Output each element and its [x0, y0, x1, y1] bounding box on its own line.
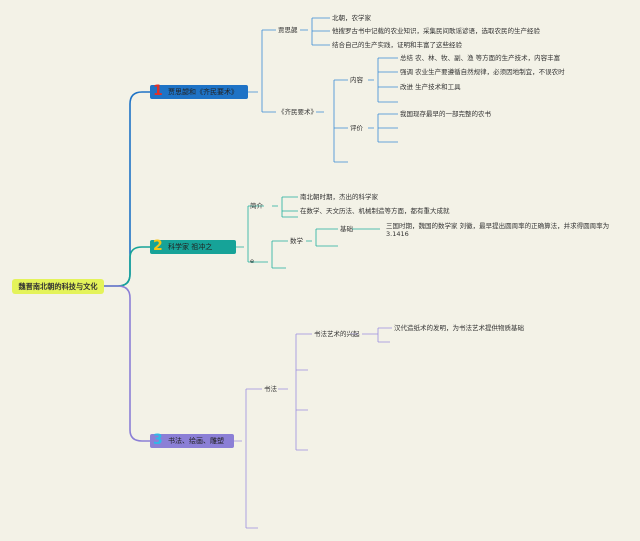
node-pingjia-item[interactable]: 我国现存最早的一部完整的农书 [400, 110, 491, 118]
node-neirong-item[interactable]: 强调 农业生产要遵循自然规律，必须因地制宜，不误农时 [400, 68, 565, 76]
node-shuxue[interactable]: 数学 [290, 237, 303, 245]
node-jianjie-item[interactable]: 南北朝时期，杰出的科学家 [300, 193, 378, 201]
node-jianjie[interactable]: 简介 [250, 202, 263, 210]
branch-1-number: 1 [153, 83, 163, 99]
branch-2-label: 科学家 祖冲之 [168, 243, 213, 251]
branch-3-number: 3 [153, 432, 163, 448]
node-e[interactable]: e [250, 257, 254, 265]
node-jiasixie-item[interactable]: 他搜罗古书中记载的农业知识，采集民间歌谣谚语，选取农民的生产经验 [332, 27, 540, 35]
branch-3-label: 书法、绘画、雕塑 [168, 437, 224, 445]
node-jichu-item-cont: 3.1416 [386, 230, 409, 238]
node-shufa-xingqi[interactable]: 书法艺术的兴起 [314, 330, 360, 338]
branch-1-topic[interactable]: 1 贾思勰和《齐民要术》 [150, 83, 248, 99]
node-qiminyaoshu[interactable]: 《齐民要术》 [278, 108, 317, 116]
node-jiasixie-item[interactable]: 北朝，农学家 [332, 14, 371, 22]
node-jichu[interactable]: 基础 [340, 225, 353, 233]
node-pingjia[interactable]: 评价 [350, 124, 363, 132]
branch-3-topic[interactable]: 3 书法、绘画、雕塑 [150, 432, 234, 448]
branch-2-topic[interactable]: 2 科学家 祖冲之 [150, 238, 236, 254]
node-jianjie-item[interactable]: 在数学、天文历法、机械制造等方面，都有重大成就 [300, 207, 450, 215]
root-topic[interactable]: 魏晋南北朝的科技与文化 [12, 279, 104, 294]
node-shufa[interactable]: 书法 [264, 385, 277, 393]
node-neirong[interactable]: 内容 [350, 76, 363, 84]
branch-2-number: 2 [153, 238, 163, 254]
branch-1-label: 贾思勰和《齐民要术》 [168, 88, 238, 96]
node-jiasixie[interactable]: 贾思勰 [278, 26, 298, 34]
node-jichu-item[interactable]: 三国时期，魏国的数学家 刘徽，最早提出圆周率的正确算法，并求得圆周率为 [386, 222, 610, 230]
node-jiasixie-item[interactable]: 结合自己的生产实践，证明和丰富了这些经验 [332, 41, 462, 49]
node-neirong-item[interactable]: 总结 农、林、牧、副、渔 等方面的生产技术，内容丰富 [400, 54, 561, 62]
node-shufa-xingqi-item[interactable]: 汉代造纸术的发明，为书法艺术提供物质基础 [394, 324, 524, 332]
node-neirong-item[interactable]: 改进 生产技术和工具 [400, 83, 461, 91]
